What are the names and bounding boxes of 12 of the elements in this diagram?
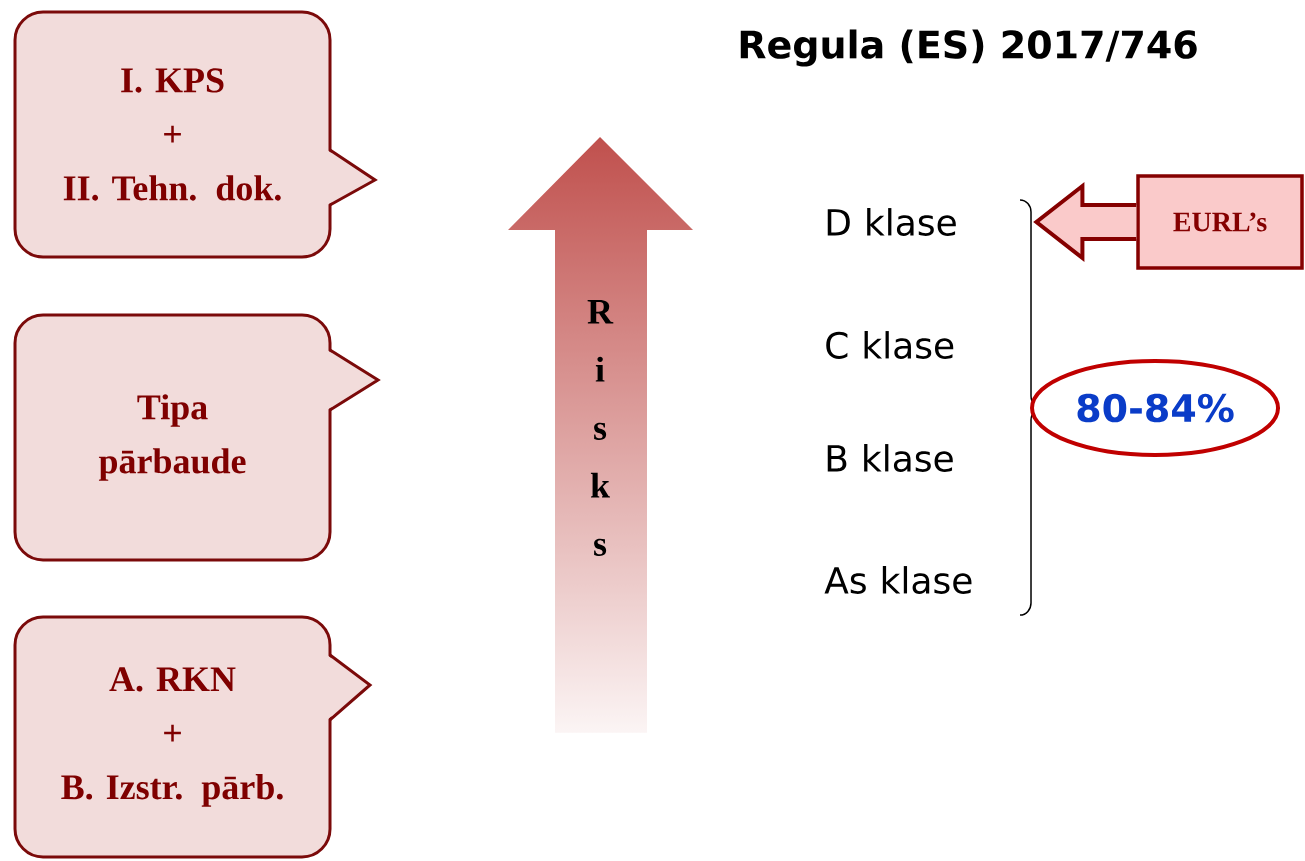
speech-bubble: A. RKN + B. Izstr. pārb. (13, 615, 373, 859)
class-label: As klase (824, 566, 972, 594)
title: Regula (ES) 2017/746 (740, 29, 1197, 67)
class-label: B klase (827, 444, 953, 472)
speech-bubble: I. KPS + II. Tehn. dok. (13, 10, 378, 259)
speech-bubble: Tipa pārbaude (13, 313, 381, 562)
label-box: EURL’s (1136, 174, 1304, 270)
block-arrow (1033, 181, 1139, 263)
class-label: D klase (827, 208, 956, 236)
class-label: C klase (826, 331, 954, 359)
risk-arrow: Risks (587, 300, 614, 556)
node-label: 80-84% (1077, 393, 1234, 423)
